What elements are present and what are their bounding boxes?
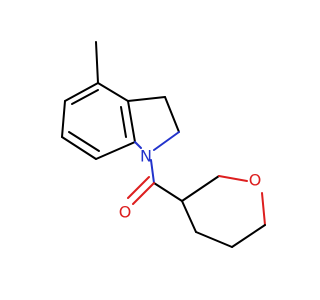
bond-ring-c6-c5: [231, 224, 266, 248]
bond-c3a-c7a: [127, 100, 136, 143]
bond-c3-c2: [164, 96, 180, 133]
bond-ring-o-c6: [261, 192, 266, 226]
bond-n-c7a: [134, 141, 142, 149]
bond-c4-methyl: [95, 41, 99, 84]
carbonyl-oxygen-atom-label: O: [119, 203, 132, 222]
bond-n-carbonyl: [150, 159, 155, 184]
bond-ring-c2-o: [218, 175, 248, 182]
bond-c4-c3a: [97, 82, 129, 102]
five-membered-ring: [127, 96, 180, 151]
bond-c7a-c7: [95, 141, 136, 160]
bond-ring-c5-c4: [195, 231, 233, 248]
atom-labels: N O O: [119, 147, 262, 222]
bond-c7-c6: [61, 136, 97, 160]
molecule-drawing: N O O: [61, 41, 266, 248]
bond-c5-c4: [64, 82, 99, 102]
bond-c7-c6-inner: [68, 131, 100, 152]
oxane-ring: [181, 175, 266, 248]
benzene-ring: [61, 82, 136, 160]
bond-carbonyl-oxygen-parallel: [127, 176, 150, 199]
bond-c6-c5: [61, 100, 66, 138]
bond-carbonyl-oxygen: [132, 182, 155, 205]
bond-c3a-c3: [127, 96, 166, 102]
bond-ring-c4-c3: [181, 200, 197, 233]
ring-oxygen-atom-label: O: [249, 171, 262, 190]
bond-c2-n: [153, 131, 180, 151]
bond-ring-c3-c2: [181, 175, 220, 202]
bond-c5-c4-inner: [71, 89, 99, 105]
nitrogen-atom-label: N: [140, 147, 152, 166]
molecule-canvas: N O O: [61, 41, 266, 248]
bond-carbonyl-carbon: [153, 182, 183, 202]
methyl-group: [95, 41, 99, 84]
bond-c3a-c7a-inner: [120, 106, 127, 138]
carbonyl-linker: [127, 159, 183, 205]
